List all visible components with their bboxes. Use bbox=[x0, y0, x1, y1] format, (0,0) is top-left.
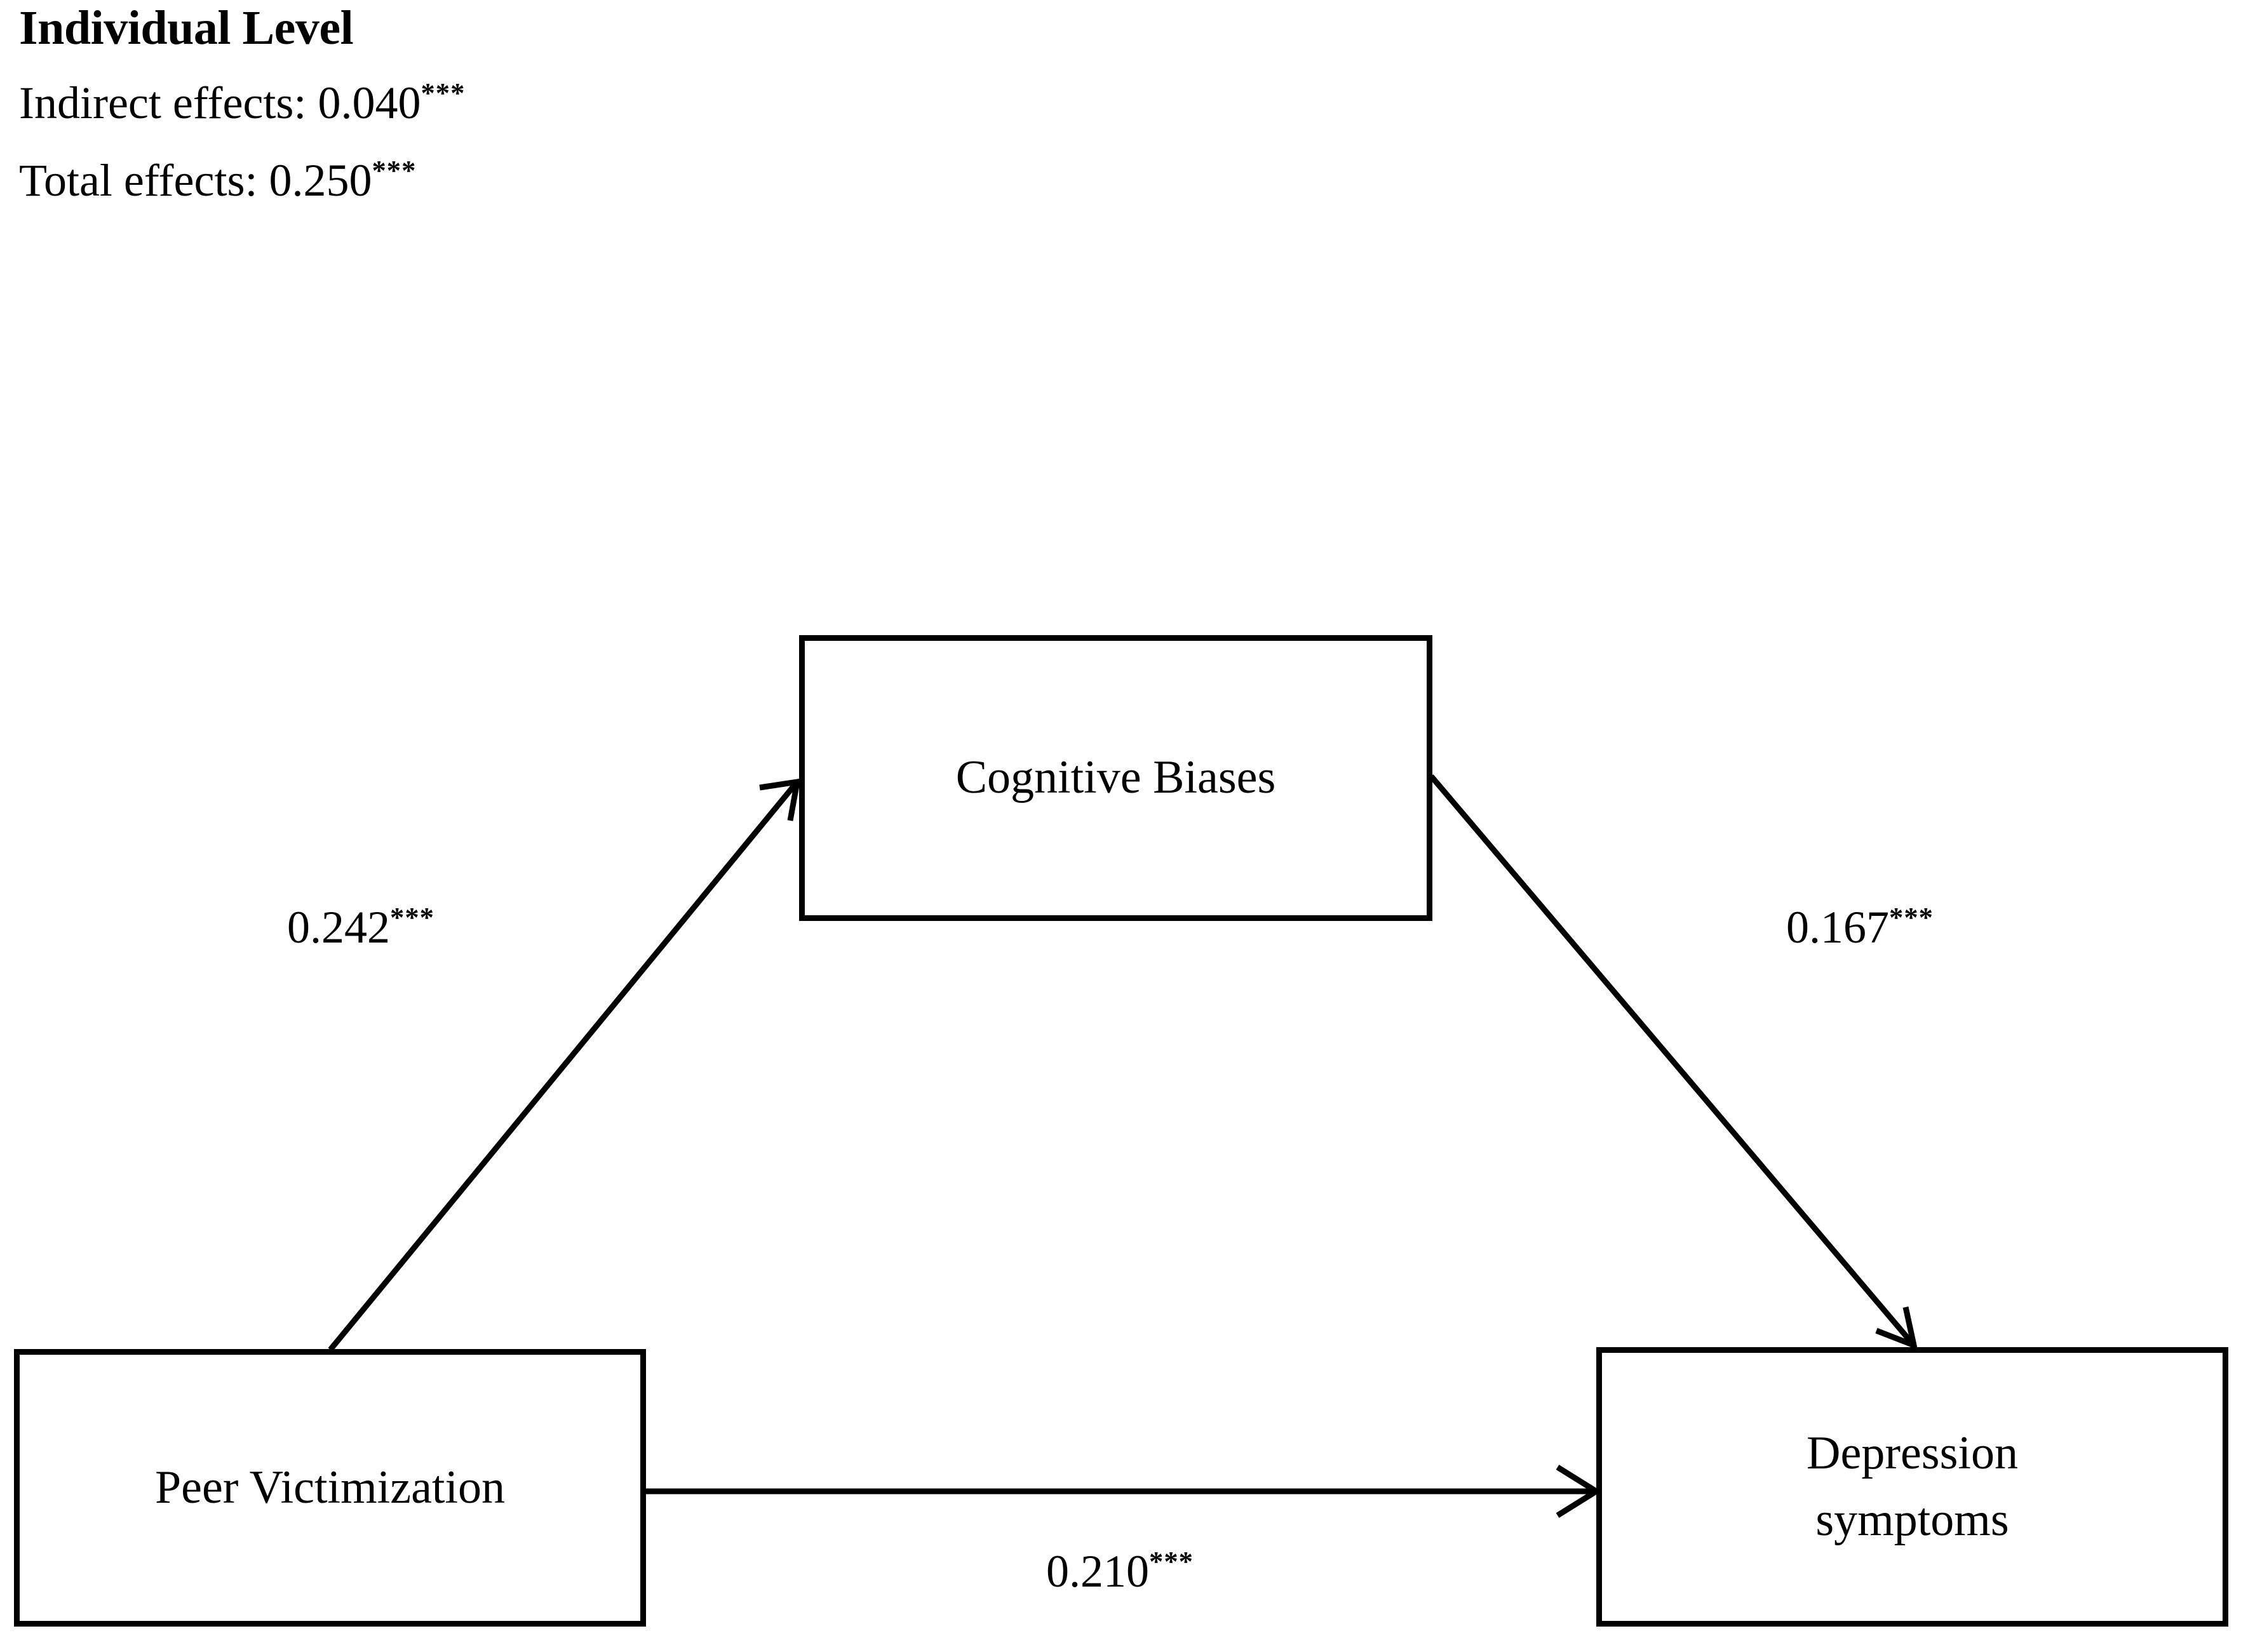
path-coefficient-a: 0.242*** bbox=[287, 901, 434, 953]
arrow-peer-victimization-to-depression-symptoms bbox=[646, 1465, 1602, 1518]
page-title: Individual Level bbox=[19, 1, 354, 55]
node-peer-victimization-label: Peer Victimization bbox=[154, 1461, 506, 1514]
total-effects-value: 0.250 bbox=[269, 155, 372, 206]
arrow-cognitive-biases-to-depression-symptoms bbox=[1429, 774, 1918, 1350]
header-block: Individual Level Indirect effects: 0.040… bbox=[19, 4, 1035, 235]
indirect-effects-value: 0.040 bbox=[318, 77, 421, 128]
path-coefficient-b: 0.167*** bbox=[1786, 901, 1934, 953]
total-effects-label: Total effects: bbox=[19, 155, 269, 206]
path-coefficient-a-significance: *** bbox=[390, 901, 434, 933]
indirect-effects-label: Indirect effects: bbox=[19, 77, 318, 128]
node-cognitive-biases: Cognitive Biases bbox=[799, 635, 1432, 921]
total-effects-significance: *** bbox=[372, 154, 417, 186]
node-peer-victimization: Peer Victimization bbox=[14, 1349, 646, 1627]
node-depression-symptoms: Depression symptoms bbox=[1596, 1347, 2228, 1627]
indirect-effects-line: Indirect effects: 0.040*** bbox=[19, 77, 1035, 128]
path-coefficient-a-value: 0.242 bbox=[287, 902, 390, 953]
node-cognitive-biases-label: Cognitive Biases bbox=[955, 751, 1276, 804]
path-coefficient-b-value: 0.167 bbox=[1786, 902, 1889, 953]
path-coefficient-b-significance: *** bbox=[1889, 901, 1934, 933]
arrow-peer-victimization-to-cognitive-biases bbox=[328, 778, 801, 1352]
path-coefficient-c-value: 0.210 bbox=[1046, 1546, 1149, 1597]
total-effects-line: Total effects: 0.250*** bbox=[19, 155, 1035, 206]
indirect-effects-significance: *** bbox=[421, 77, 466, 109]
path-coefficient-c-significance: *** bbox=[1149, 1545, 1194, 1577]
node-depression-symptoms-label: Depression symptoms bbox=[1807, 1427, 2018, 1546]
path-coefficient-c: 0.210*** bbox=[1046, 1545, 1194, 1597]
